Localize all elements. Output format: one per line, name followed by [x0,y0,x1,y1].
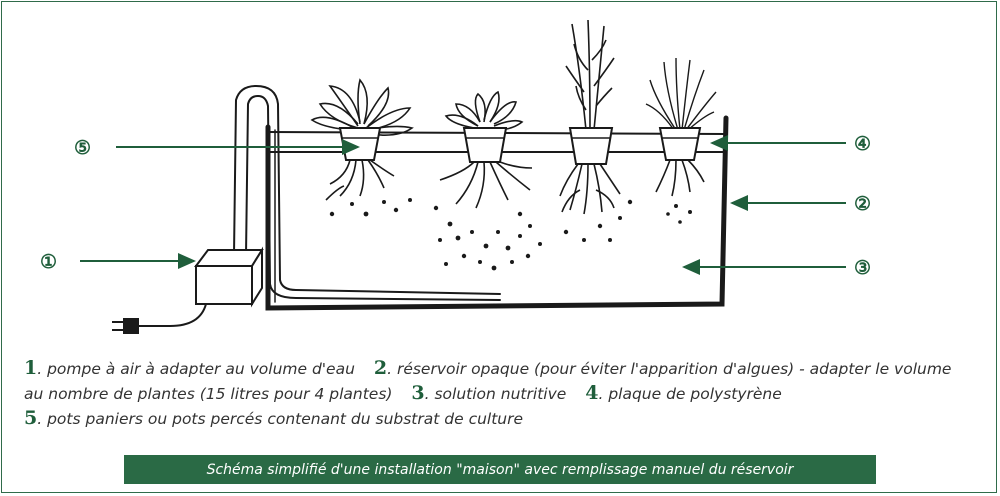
hydroponic-diagram: ⑤ ④ ② ① ③ [40,19,871,334]
legend-num-4: 4 [585,382,599,404]
callout-2: ② [854,193,871,215]
air-tube [233,84,501,301]
plant-pot-4 [645,57,717,197]
callout-4: ④ [854,133,871,155]
legend-num-3: 3 [411,382,425,404]
substrate-particles [329,198,692,271]
legend: 1. pompe à air à adapter au volume d'eau… [24,356,964,431]
air-pump [194,246,264,308]
callout-1: ① [40,251,57,273]
callout-arrows [80,135,846,275]
callout-3: ③ [854,257,871,279]
legend-text-2: . réservoir opaque (pour éviter l'appari… [24,360,952,403]
legend-num-5: 5 [24,407,38,429]
legend-num-2: 2 [373,357,388,379]
legend-text-1: . pompe à air à adapter au volume d'eau [37,360,355,378]
callout-5: ⑤ [74,137,91,159]
legend-text-3: . solution nutritive [424,385,567,403]
plant-pot-1 [310,78,414,201]
plant-pot-3 [559,19,621,215]
reservoir-tank [265,115,729,311]
caption-text: Schéma simplifié d'une installation "mai… [206,461,794,478]
legend-num-1: 1 [24,357,38,379]
plant-pot-2 [439,90,533,209]
legend-text-5: . pots paniers ou pots percés contenant … [37,410,524,428]
legend-text-4: . plaque de polystyrène [598,385,782,403]
figure-caption: Schéma simplifié d'une installation "mai… [124,455,876,484]
power-plug-icon [112,303,207,334]
